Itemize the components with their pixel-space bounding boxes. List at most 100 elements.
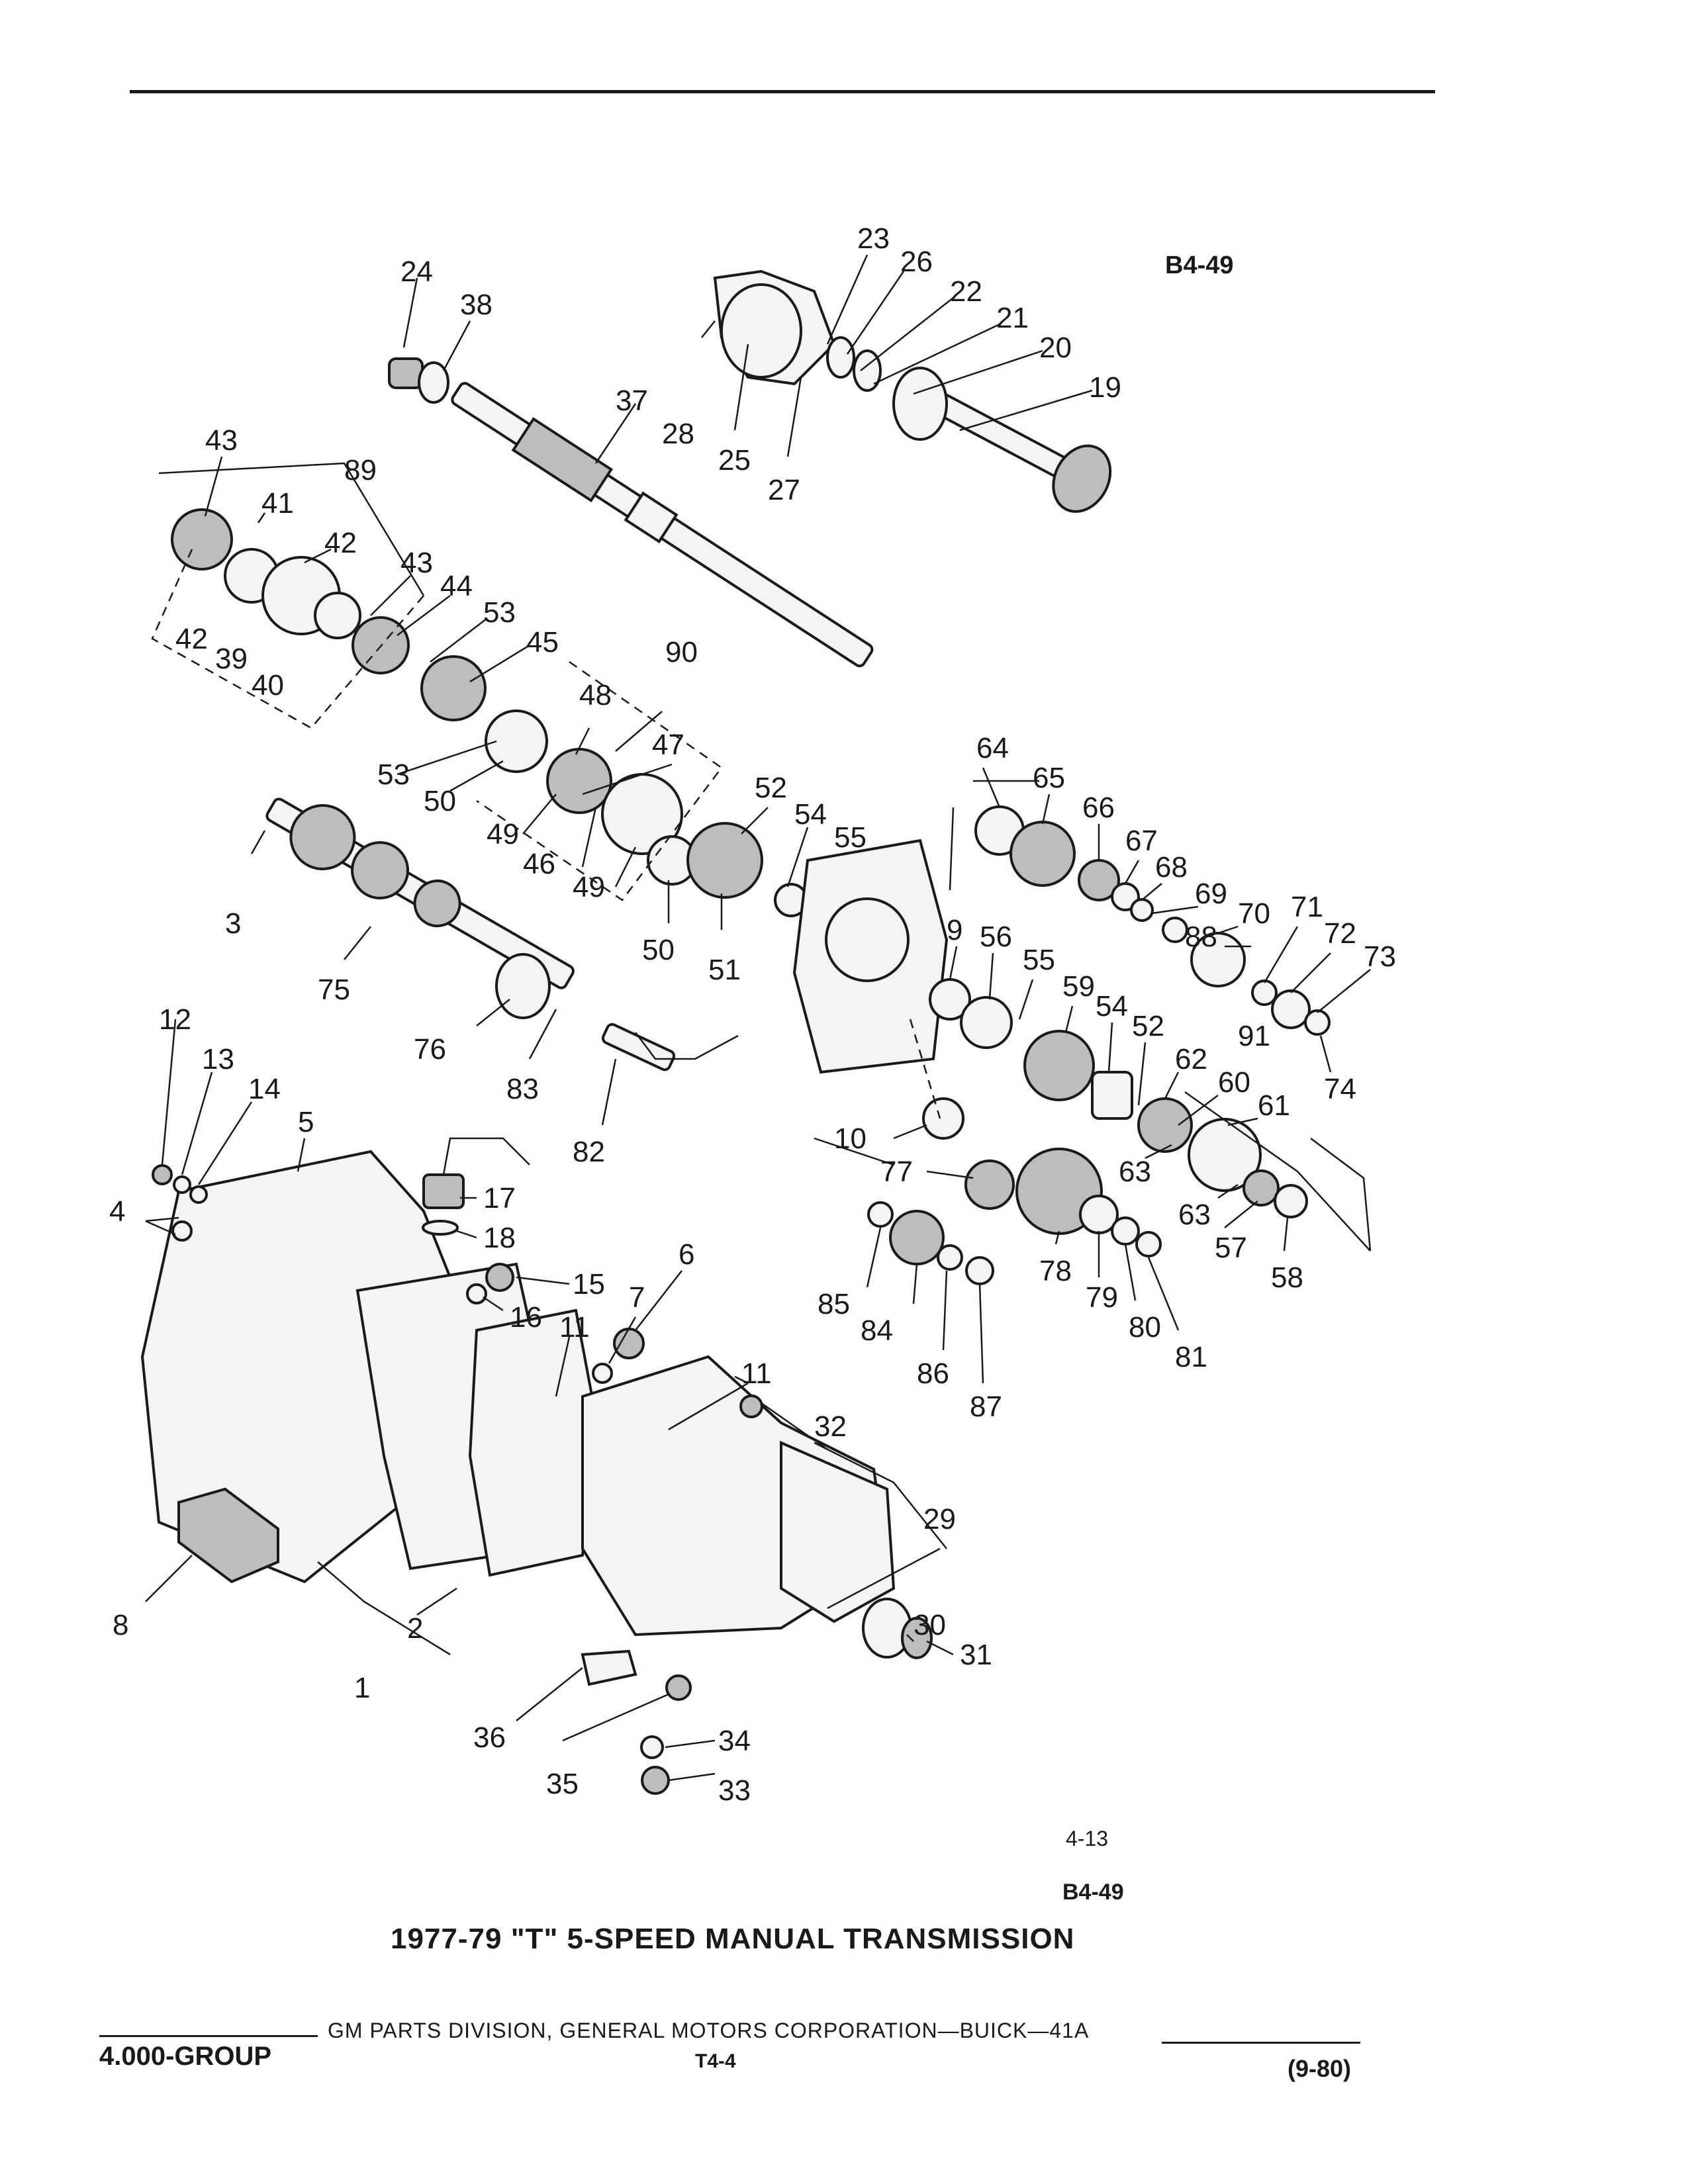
bolt-35	[665, 1674, 692, 1701]
hub-46	[546, 748, 612, 814]
callout-65: 65	[1033, 762, 1065, 794]
shaft-82	[601, 1023, 676, 1071]
bearing-24	[388, 357, 424, 389]
gear-43	[171, 508, 233, 570]
ring-18	[422, 1220, 459, 1236]
footer-rule-left	[99, 2035, 318, 2037]
footer-rule-right	[1162, 2042, 1360, 2044]
callout-33: 33	[718, 1774, 751, 1807]
bearing-20	[892, 367, 948, 441]
bearing-76	[495, 953, 551, 1019]
footer-section: T4-4	[695, 2050, 736, 2072]
callout-42a: 42	[324, 527, 357, 559]
footer-date: (9-80)	[1288, 2055, 1352, 2082]
ring-50	[485, 709, 548, 773]
callout-50b: 50	[642, 934, 675, 966]
ref-code-bottom: B4-49	[1062, 1880, 1124, 1905]
ring-72	[1271, 989, 1311, 1029]
callout-11a: 11	[559, 1311, 590, 1343]
ring-68	[1130, 898, 1154, 922]
callout-19: 19	[1089, 371, 1121, 404]
washer-80	[1111, 1216, 1140, 1246]
countershaft-75	[265, 797, 575, 989]
callout-16: 16	[510, 1301, 542, 1334]
callout-26: 26	[900, 246, 933, 278]
callout-49a: 49	[487, 818, 519, 850]
callout-68: 68	[1155, 851, 1188, 884]
callout-90: 90	[665, 636, 698, 668]
gear-77	[964, 1160, 1015, 1210]
callout-37: 37	[616, 385, 648, 417]
callout-10: 10	[834, 1122, 867, 1155]
mainshaft-37	[451, 382, 874, 668]
ring-38	[418, 361, 449, 404]
bolt-32	[739, 1394, 763, 1418]
callout-53a: 53	[483, 596, 516, 629]
callout-75: 75	[318, 974, 350, 1006]
callout-9: 9	[947, 914, 962, 946]
callout-20: 20	[1039, 332, 1072, 364]
callout-69: 69	[1195, 878, 1227, 910]
gear-59	[1023, 1030, 1095, 1101]
callout-42b: 42	[175, 623, 208, 655]
ring-22	[853, 349, 882, 392]
callout-24: 24	[400, 255, 433, 288]
ring-26	[826, 336, 855, 379]
figure-caption: 1977-79 "T" 5-SPEED MANUAL TRANSMISSION	[391, 1923, 1075, 1955]
callout-56: 56	[980, 921, 1012, 953]
callout-27: 27	[768, 474, 800, 506]
footer-group: 4.000-GROUP	[99, 2042, 272, 2071]
callout-38: 38	[460, 289, 492, 321]
plug-15	[485, 1263, 514, 1292]
callout-21: 21	[996, 302, 1029, 334]
callout-25: 25	[718, 444, 751, 477]
callout-36: 36	[473, 1721, 506, 1754]
callout-44: 44	[440, 570, 473, 602]
gear-84	[889, 1210, 945, 1265]
callout-6: 6	[679, 1238, 694, 1271]
callout-31: 31	[960, 1639, 992, 1671]
bushing-31	[901, 1617, 933, 1659]
bracket-36	[581, 1649, 637, 1686]
callout-2: 2	[407, 1612, 423, 1645]
callout-51: 51	[708, 954, 741, 986]
callout-82: 82	[573, 1136, 605, 1168]
transmission-parts	[140, 269, 1331, 1795]
callout-41: 41	[261, 487, 294, 520]
callout-59: 59	[1062, 970, 1095, 1003]
callout-23: 23	[857, 222, 890, 255]
callout-54a: 54	[794, 798, 827, 831]
washer-71	[1251, 979, 1278, 1006]
callout-3: 3	[225, 907, 241, 940]
callout-8: 8	[113, 1609, 128, 1641]
callout-53b: 53	[377, 758, 410, 791]
callout-70: 70	[1238, 897, 1270, 930]
callout-73: 73	[1364, 940, 1396, 973]
callout-60: 60	[1218, 1066, 1250, 1099]
gear-51	[686, 822, 763, 899]
nut-81	[1135, 1231, 1162, 1257]
callout-29: 29	[923, 1503, 956, 1535]
rear-extension-29	[780, 1440, 896, 1623]
callout-35: 35	[546, 1768, 579, 1800]
callout-87: 87	[970, 1390, 1002, 1423]
callout-34: 34	[718, 1725, 751, 1757]
pin-4	[171, 1220, 193, 1242]
ring-73	[1304, 1009, 1331, 1036]
callout-12: 12	[159, 1003, 191, 1036]
gear-65	[1009, 821, 1076, 887]
washer-86	[937, 1244, 963, 1271]
callout-71: 71	[1291, 891, 1323, 923]
callout-55a: 55	[834, 821, 867, 854]
callout-15: 15	[573, 1268, 605, 1300]
ref-code-top: B4-49	[1165, 251, 1234, 279]
callout-48: 48	[579, 679, 612, 711]
washer-85	[867, 1201, 894, 1228]
callout-88: 88	[1185, 921, 1217, 953]
callout-81: 81	[1175, 1341, 1207, 1373]
callout-28: 28	[662, 418, 694, 450]
group-outlines	[151, 462, 1372, 1656]
callout-49b: 49	[573, 871, 605, 903]
page-number: 4-13	[1066, 1827, 1109, 1850]
